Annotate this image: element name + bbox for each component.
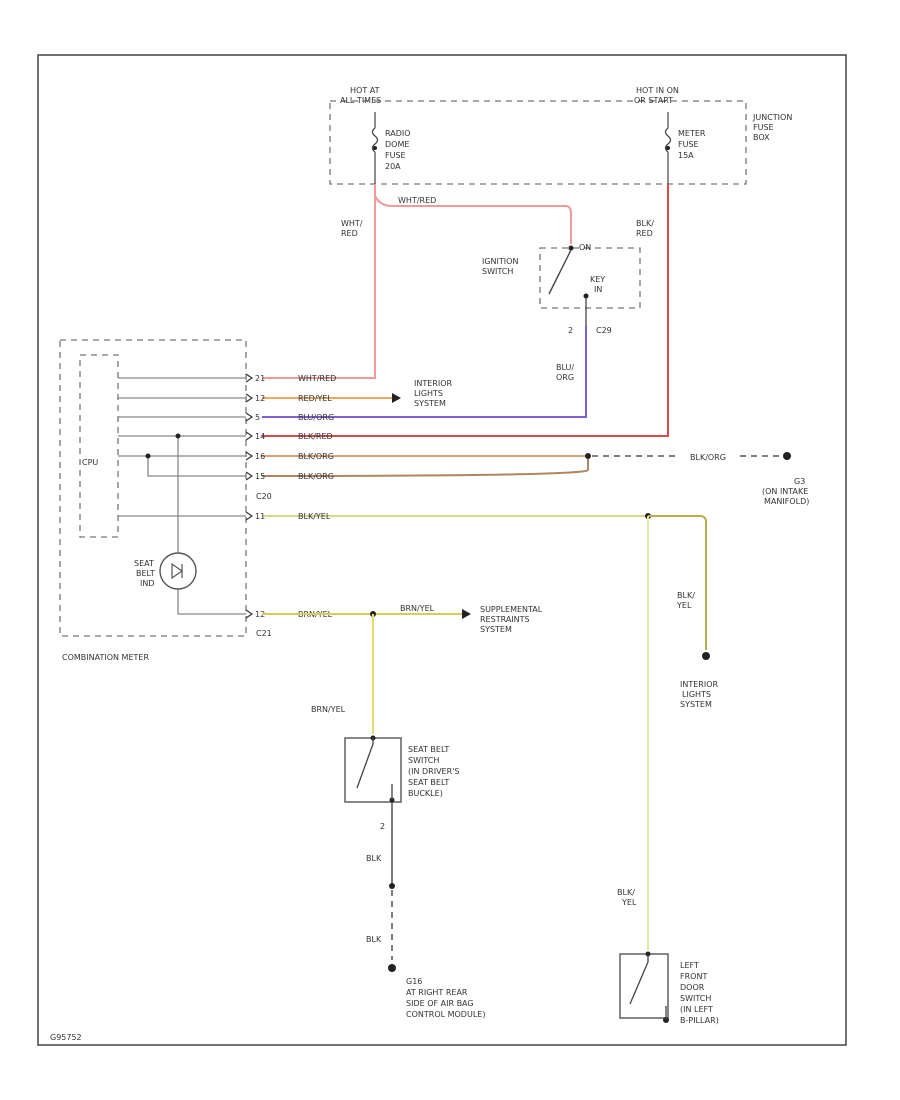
hot-at-all-times-label: HOT AT ALL TIMES — [340, 86, 382, 105]
pin-number: 12 — [255, 610, 265, 619]
wire-wht-red-branch — [374, 195, 572, 244]
wire-color-blu-org-drop: BLU/ ORG — [556, 363, 577, 382]
ignition-connector-label: C29 — [596, 326, 612, 335]
splice-blk-org — [585, 453, 591, 459]
ground-g16 — [388, 964, 396, 972]
wire-color-blk-red-drop: BLK/ RED — [636, 219, 656, 238]
interior-lights-connector-lower — [702, 652, 710, 660]
ground-g3-label: G3 (ON INTAKE MANIFOLD) — [762, 477, 811, 506]
wire-blu-org — [262, 326, 587, 418]
wire-color-brn-yel-right: BRN/YEL — [400, 604, 435, 613]
ignition-position-label: ON — [579, 243, 591, 252]
door-switch — [629, 951, 669, 1023]
interior-lights-label-lower: INTERIOR LIGHTS SYSTEM — [680, 680, 721, 709]
pin-number: 11 — [255, 512, 265, 521]
cpu-label: CPU — [82, 458, 98, 467]
meter-fuse — [664, 112, 672, 184]
wire-color-blk-lower: BLK — [366, 935, 382, 944]
hot-in-on-label: HOT IN ON OR START — [634, 86, 681, 105]
pin-number: 15 — [255, 472, 265, 481]
door-switch-body — [619, 953, 669, 1019]
interior-lights-label-upper: INTERIOR LIGHTS SYSTEM — [414, 379, 455, 408]
ignition-switch-label: IGNITION SWITCH — [482, 257, 521, 276]
pin-number: 5 — [255, 413, 260, 422]
seat-belt-ind-label: SEAT BELT IND — [134, 559, 157, 588]
wire-blk-red — [262, 184, 669, 437]
wire-color-label: BLK/RED — [298, 432, 333, 441]
radio-dome-fuse — [371, 112, 379, 184]
wire-color-blk-upper: BLK — [366, 854, 382, 863]
diagram-border — [37, 54, 847, 1046]
ignition-switch — [548, 245, 589, 326]
ignition-pin-label: 2 — [568, 326, 573, 335]
pin-number: 14 — [255, 432, 265, 441]
connector-c21-pin — [245, 609, 254, 619]
connector-c20-pins — [245, 373, 254, 521]
seat-belt-pin-label: 2 — [380, 822, 385, 831]
radio-dome-fuse-label: RADIO DOME FUSE 20A — [385, 129, 413, 171]
wire-wht-red — [262, 184, 376, 379]
seat-belt-switch-label: SEAT BELT SWITCH (IN DRIVER'S SEAT BELT … — [408, 745, 462, 798]
wire-blk-yel-interior — [648, 515, 707, 650]
wire-color-wht-red-drop: WHT/ RED — [341, 219, 365, 238]
combination-meter-box — [59, 339, 247, 637]
connector-c20-label: C20 — [256, 492, 272, 501]
wire-color-label: BLK/ORG — [298, 472, 334, 481]
interior-lights-arrow-upper — [392, 393, 401, 403]
wire-color-label: BLK/YEL — [298, 512, 331, 521]
ignition-key-label: KEY IN — [590, 275, 608, 294]
seat-belt-indicator — [159, 552, 197, 590]
cpu-box — [79, 354, 119, 538]
wire-color-brn-yel-drop: BRN/YEL — [311, 705, 346, 714]
figure-id: G95752 — [50, 1033, 82, 1042]
wire-color-label: BLK/ORG — [298, 452, 334, 461]
junction-fuse-box-label: JUNCTION FUSE BOX — [752, 113, 795, 142]
ground-g16-label: G16 AT RIGHT REAR SIDE OF AIR BAG CONTRO… — [406, 977, 485, 1019]
srs-label: SUPPLEMENTAL RESTRAINTS SYSTEM — [480, 605, 545, 634]
door-switch-label: LEFT FRONT DOOR SWITCH (IN LEFT B-PILLAR… — [680, 961, 719, 1025]
ground-g3 — [783, 452, 791, 460]
connector-c21-label: C21 — [256, 629, 272, 638]
meter-fuse-label: METER FUSE 15A — [678, 129, 708, 160]
wire-color-wht-red-branch: WHT/RED — [398, 196, 436, 205]
srs-arrow — [462, 609, 471, 619]
splice-blk — [389, 883, 395, 889]
combination-meter-label: COMBINATION METER — [62, 653, 149, 662]
junction-fuse-box — [329, 100, 747, 185]
wire-color-blk-org-ground: BLK/ORG — [690, 453, 726, 462]
wire-color-label: RED/YEL — [298, 394, 332, 403]
pin-number: 12 — [255, 394, 265, 403]
wire-blk-org-15 — [261, 456, 589, 477]
wire-color-blk-yel-bottom: BLK/ YEL — [617, 888, 637, 907]
pin-number: 16 — [255, 452, 265, 461]
wire-color-blk-yel-drop: BLK/ YEL — [676, 591, 697, 610]
seat-belt-switch — [356, 735, 395, 803]
pin-number: 21 — [255, 374, 265, 383]
ignition-switch-body — [539, 247, 641, 309]
wire-color-label: WHT/RED — [298, 374, 336, 383]
wire-color-label: BLU/ORG — [298, 413, 334, 422]
